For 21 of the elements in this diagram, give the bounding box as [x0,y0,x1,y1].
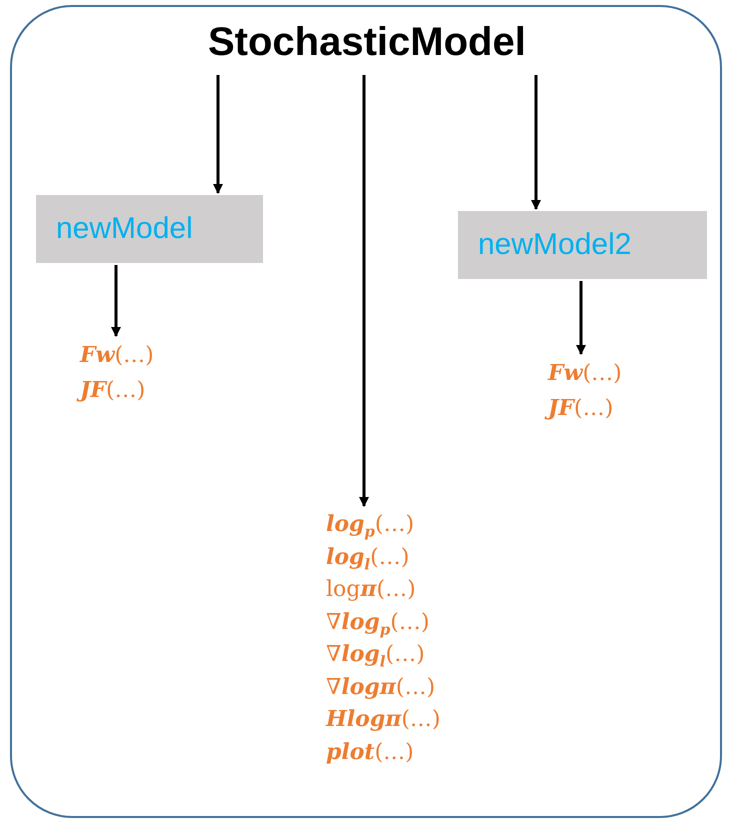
function-signature: logπ(…) [326,575,417,604]
model-name: newModel [56,212,193,246]
arrow [213,75,223,194]
function-signature: log$_{p}$(…) [326,510,416,540]
function-signature: Fw(…) [80,341,154,370]
title: StochasticModel [208,20,526,65]
function-signature: plot(…) [326,738,415,766]
arrow [111,265,121,337]
model-box [458,211,707,279]
arrow [576,281,586,355]
arrow [531,75,541,210]
function-signature: Fw(…) [548,359,622,388]
function-signature: ∇log$_{l}$(…) [326,640,426,670]
model-name: newModel2 [478,228,632,262]
function-signature: ∇logπ(…) [326,672,436,702]
arrow [359,75,369,507]
function-signature: Hlogπ(…) [326,705,440,734]
model-box [36,195,263,263]
container-box [10,5,722,818]
function-signature: ∇log$_{p}$(…) [326,608,430,638]
function-signature: log$_{l}$(…) [326,542,410,573]
